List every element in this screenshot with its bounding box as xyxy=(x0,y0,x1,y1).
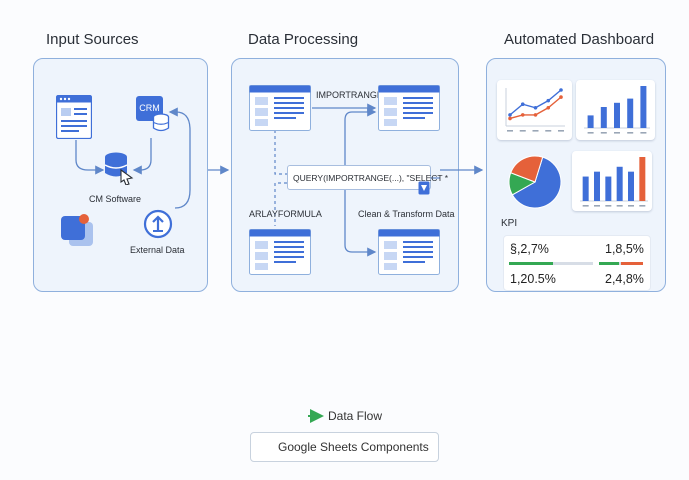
bar-tick-3-3 xyxy=(605,205,612,207)
bar-tick-3-4 xyxy=(616,205,623,207)
line-chart-card xyxy=(497,80,572,140)
line-chart-tick-1 xyxy=(507,130,513,132)
kpi-bar-1 xyxy=(509,262,593,265)
line-point-1-5 xyxy=(559,88,563,92)
external-data-label: External Data xyxy=(130,245,185,255)
pie-slice-3 xyxy=(510,155,544,183)
kpi-value-3: 1,20.5% xyxy=(510,272,556,286)
bar-3-3 xyxy=(605,176,612,201)
line-series-1 xyxy=(509,89,562,116)
crm-database-icon xyxy=(152,113,170,132)
input-sources-title: Input Sources xyxy=(46,31,139,48)
bar-3-5 xyxy=(628,171,634,201)
kpi-bar-2 xyxy=(599,262,643,265)
bar-tick-3-6 xyxy=(639,205,646,207)
bar-tick-3-5 xyxy=(628,205,634,207)
line-point-2-4 xyxy=(546,105,551,110)
legend-data-flow-label: Data Flow xyxy=(328,409,383,423)
query-formula-text: QUERY(IMPORTRANGE(...), "SELECT * xyxy=(293,173,449,183)
bar-tick-1-5 xyxy=(640,132,647,134)
line-point-2-2 xyxy=(520,113,525,117)
bar-3-2 xyxy=(594,171,600,201)
bar-1-5 xyxy=(640,86,647,128)
line-point-2-3 xyxy=(533,113,538,117)
automated-dashboard-title: Automated Dashboard xyxy=(504,31,655,48)
pie-slice-1 xyxy=(511,156,562,209)
sheet-icon-target-top xyxy=(378,85,440,131)
line-chart xyxy=(505,88,565,132)
bar-tick-1-3 xyxy=(614,132,620,134)
bar-3-1 xyxy=(582,176,589,201)
kpi-label: KPI xyxy=(501,218,518,229)
bar-tick-1-2 xyxy=(600,132,607,134)
line-chart-tick-3 xyxy=(532,130,539,132)
legend-components: Google Sheets Components xyxy=(278,440,429,454)
bar-chart-card-top xyxy=(576,80,655,140)
bar-1-4 xyxy=(627,98,634,128)
legend-data-flow: Data Flow xyxy=(328,409,382,423)
kpi-value-1: §,2,7% xyxy=(510,242,549,256)
kpi-value-4: 2,4,8% xyxy=(605,272,644,286)
bar-tick-3-1 xyxy=(582,205,589,207)
crm-label: CRM xyxy=(139,103,160,113)
bar-3-4 xyxy=(616,166,623,201)
kpi-value-2: 1,8,5% xyxy=(605,242,644,256)
legend-components-label: Google Sheets Components xyxy=(278,440,429,454)
line-point-2-1 xyxy=(508,116,512,121)
line-point-1-1 xyxy=(508,113,512,117)
bar-1-3 xyxy=(614,102,620,128)
bar-tick-1-4 xyxy=(627,132,634,134)
importrange-label: IMPORTRANGE xyxy=(316,90,383,100)
web-form-icon xyxy=(56,95,92,139)
bar-chart-card-bottom xyxy=(572,151,652,211)
kpi-bar-2-fill-a xyxy=(599,262,619,265)
line-point-1-4 xyxy=(546,98,551,103)
filter-dropdown-icon xyxy=(418,181,430,195)
data-processing-title: Data Processing xyxy=(248,31,359,48)
bar-chart-bottom xyxy=(580,157,648,207)
bar-chart-top xyxy=(584,86,650,134)
bar-1-2 xyxy=(600,107,607,128)
line-point-1-2 xyxy=(520,102,525,107)
sheet-icon-source-top xyxy=(249,85,311,131)
line-point-1-3 xyxy=(533,105,538,110)
sheet-icon-target-bottom xyxy=(378,229,440,275)
line-chart-tick-5 xyxy=(558,130,564,132)
pie-chart xyxy=(508,155,562,209)
legend-components-box xyxy=(250,432,439,462)
arrayformula-label: ARLAYFORMULA xyxy=(249,209,322,219)
sheet-icon-source-bottom xyxy=(249,229,311,275)
bar-tick-1-1 xyxy=(587,132,594,134)
kpi-bar-2-fill-b xyxy=(621,262,643,265)
bar-1-1 xyxy=(587,115,594,128)
bar-tick-3-2 xyxy=(594,205,600,207)
kpi-bar-1-fill xyxy=(509,262,553,265)
central-database-icon xyxy=(104,152,134,185)
line-chart-tick-2 xyxy=(519,130,526,132)
line-chart-tick-4 xyxy=(545,130,552,132)
external-person-icon xyxy=(61,214,93,246)
cm-software-label: CM Software xyxy=(89,194,142,204)
line-point-2-5 xyxy=(559,95,563,99)
bar-3-6 xyxy=(639,157,646,201)
query-formula-box: QUERY(IMPORTRANGE(...), "SELECT * xyxy=(287,165,448,190)
upload-icon xyxy=(143,209,173,239)
pie-chart-wrap xyxy=(505,152,565,212)
clean-transform-label: Clean & Transform Data xyxy=(358,209,455,219)
